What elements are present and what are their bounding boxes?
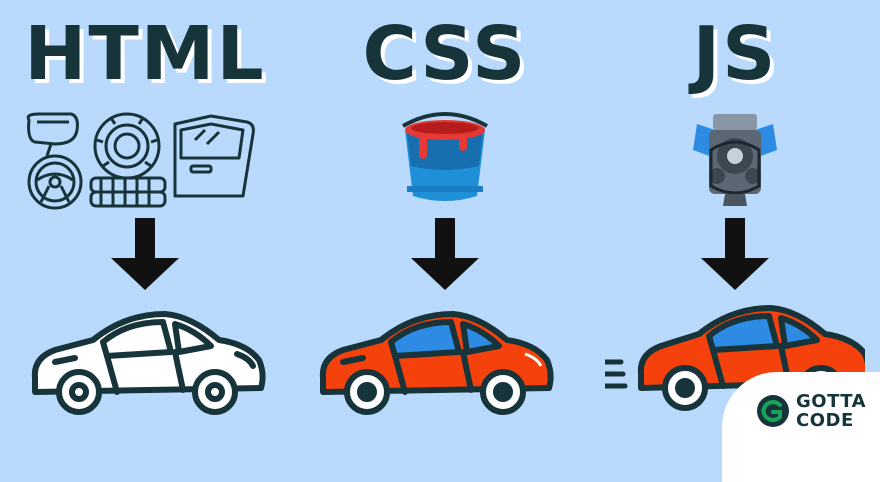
gotta-code-logo-icon (757, 395, 789, 427)
down-arrow-icon (411, 218, 479, 290)
engine-icon (693, 114, 777, 206)
paint-bucket-icon (402, 112, 488, 201)
html-heading: HTML (24, 11, 266, 97)
brand-name: GOTTA CODE (796, 392, 866, 430)
css-heading: CSS (362, 11, 528, 97)
js-column: JS (605, 0, 865, 450)
speed-lines-icon (605, 359, 628, 389)
outline-car (31, 311, 266, 415)
steering-wheel-icon (27, 154, 83, 210)
js-heading: JS (692, 11, 778, 97)
painted-car (319, 311, 554, 415)
infographic-canvas: HTML (15, 0, 880, 482)
html-column: HTML (15, 0, 275, 450)
car-door-icon (173, 114, 255, 198)
side-mirror-icon (26, 112, 79, 157)
brand-name-line2: CODE (796, 410, 854, 431)
tire-icon (89, 112, 167, 208)
brand-name-line1: GOTTA (796, 391, 867, 412)
css-column: CSS (315, 0, 575, 450)
down-arrow-icon (111, 218, 179, 290)
down-arrow-icon (701, 218, 769, 290)
car-parts-group (26, 112, 255, 210)
